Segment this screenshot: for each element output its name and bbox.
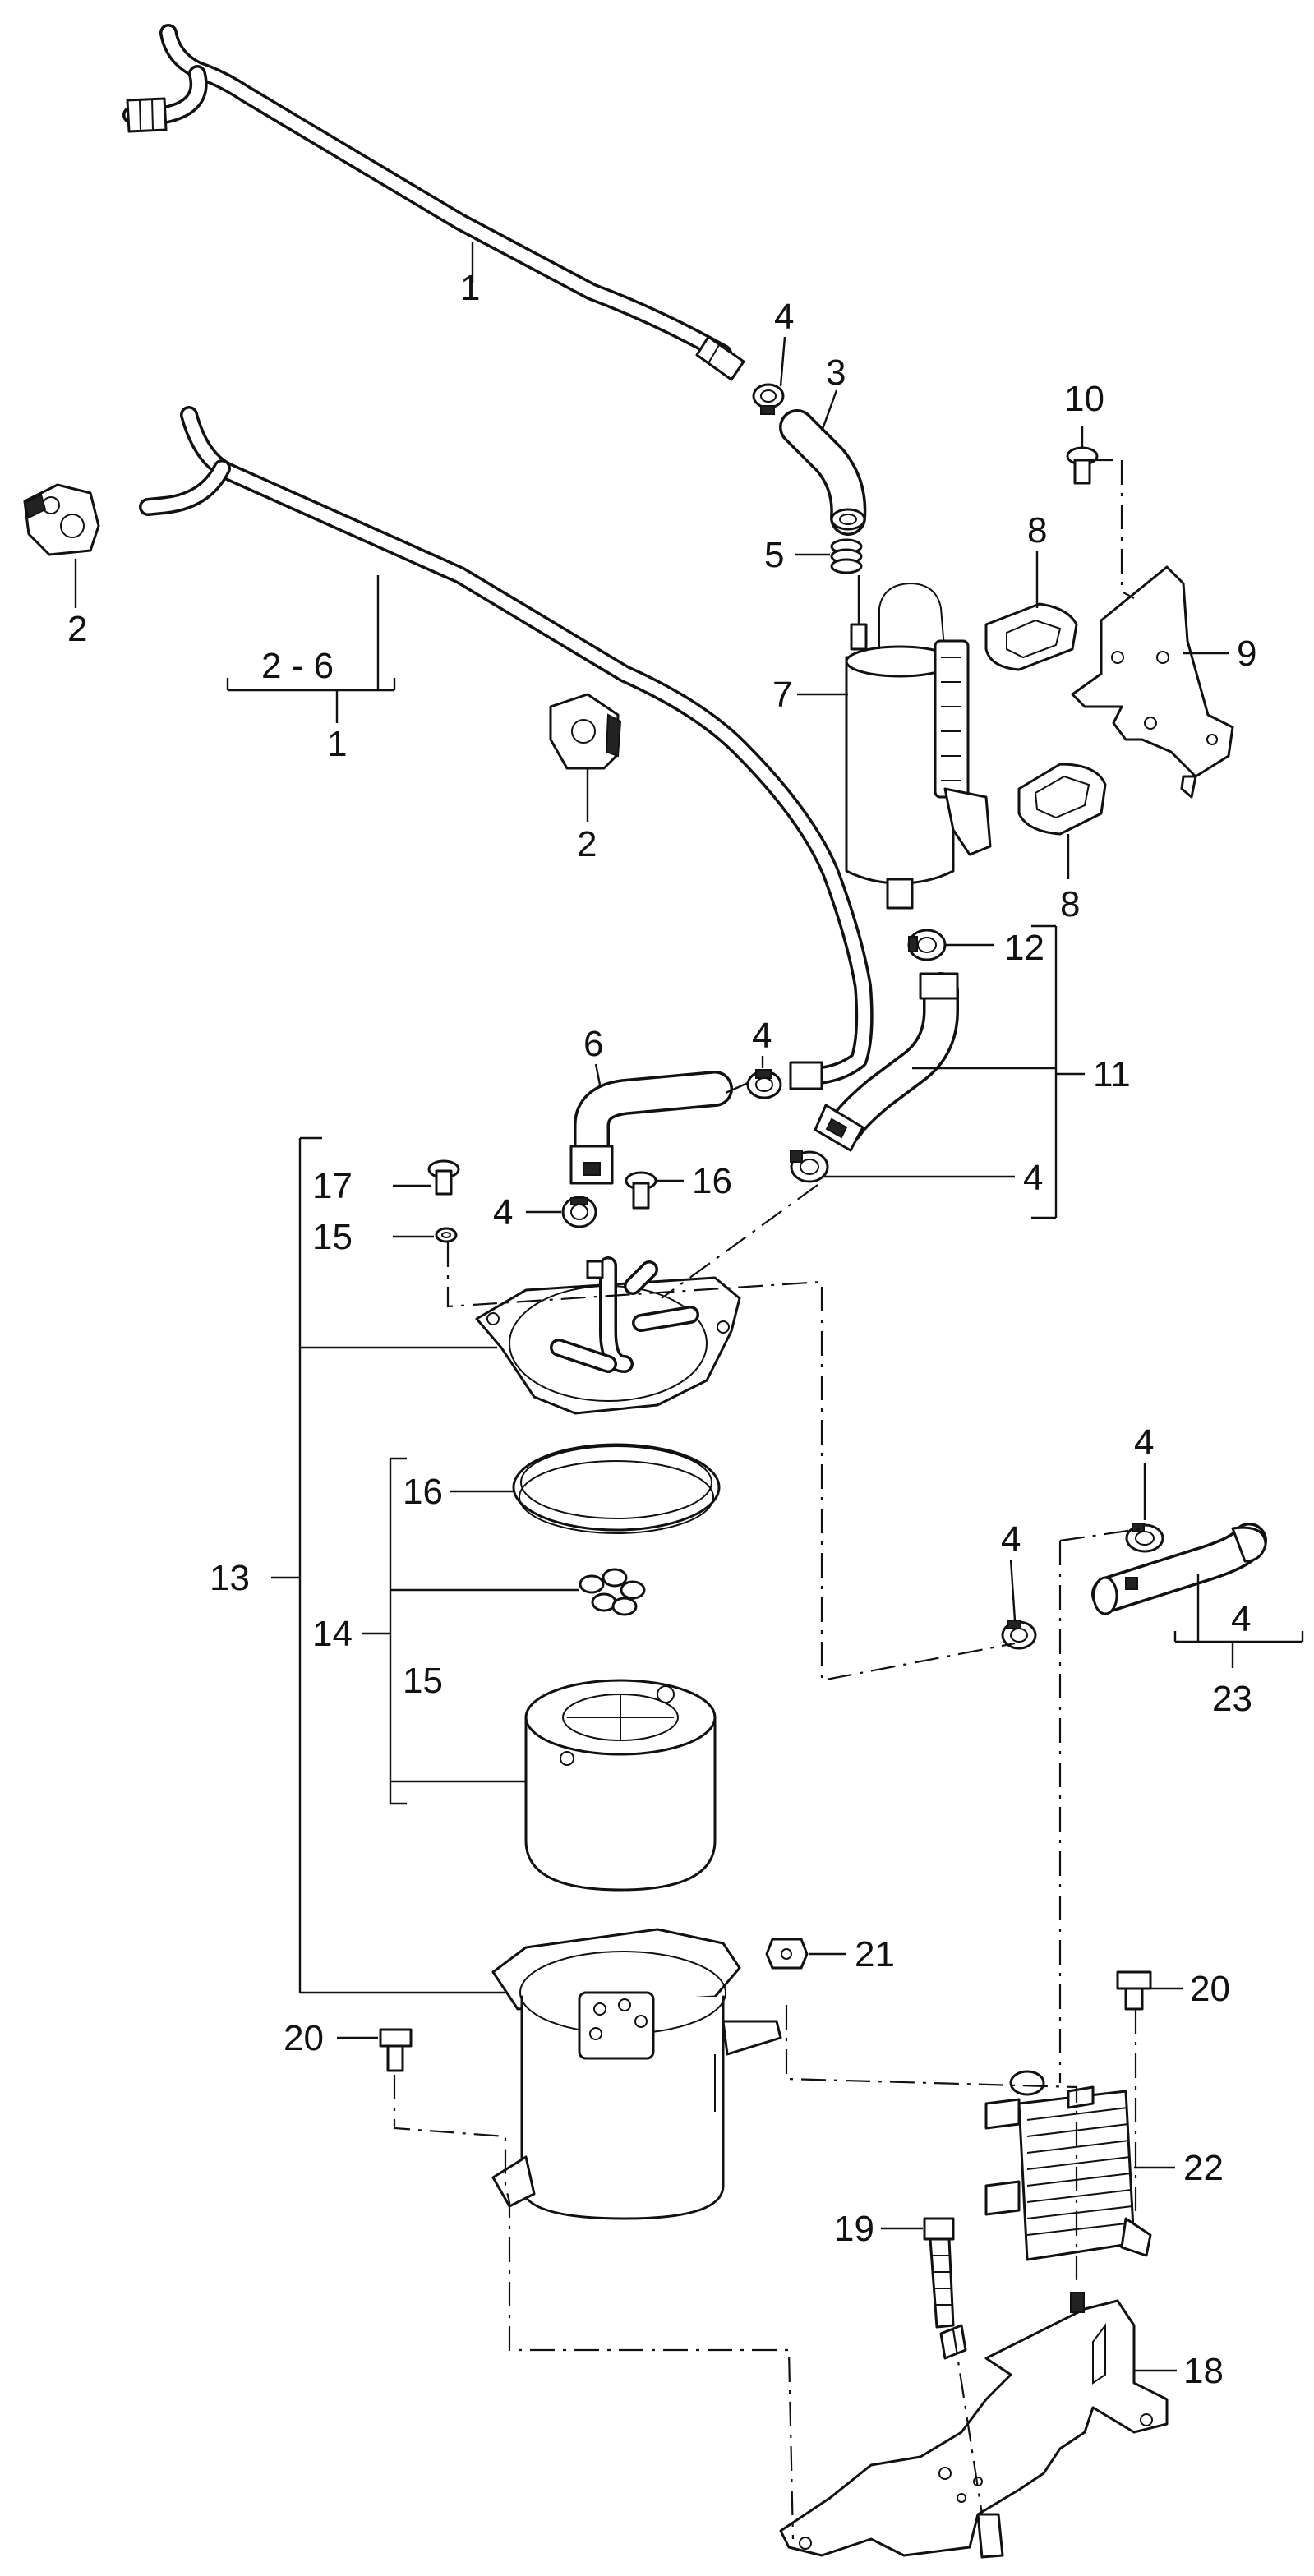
hose-11[interactable] (814, 972, 959, 1152)
label-15-a: 15 (312, 1217, 353, 1257)
label-4-b: 4 (752, 1016, 772, 1056)
label-16-a: 16 (692, 1161, 732, 1201)
label-17: 17 (312, 1166, 353, 1206)
mount-bracket[interactable] (779, 2292, 1169, 2559)
label-9: 9 (1237, 634, 1256, 674)
clamp-a[interactable] (752, 383, 785, 415)
label-4-f: 4 (1001, 1519, 1021, 1560)
label-4-g: 4 (1231, 1599, 1251, 1639)
label-7: 7 (772, 675, 792, 715)
label-16-b: 16 (403, 1472, 443, 1512)
label-1-top: 1 (460, 268, 480, 308)
label-4-d: 4 (493, 1192, 513, 1233)
hose-short[interactable] (779, 409, 867, 536)
bolt-20-right[interactable] (1116, 1970, 1152, 2011)
label-3: 3 (826, 353, 846, 393)
clip-mid[interactable] (549, 693, 622, 770)
clamp-12[interactable] (907, 929, 947, 961)
clip-left[interactable] (23, 483, 100, 556)
washer-15[interactable] (435, 1227, 458, 1243)
assembly-lines (393, 459, 1146, 2540)
label-1-bracket: 1 (327, 724, 347, 764)
label-2-mid: 2 (577, 824, 597, 864)
clamp-e[interactable] (1125, 1523, 1164, 1553)
clamp-b[interactable] (746, 1069, 782, 1099)
screw-17[interactable] (427, 1159, 460, 1196)
label-20-a: 20 (284, 2018, 324, 2058)
bolt-19[interactable] (923, 2217, 955, 2329)
label-19: 19 (834, 2209, 874, 2249)
screw-10[interactable] (1066, 446, 1099, 485)
nut-21[interactable] (765, 1938, 809, 1970)
label-12: 12 (1004, 928, 1044, 968)
fuel-pump[interactable] (845, 575, 992, 910)
spring-clip[interactable] (830, 538, 863, 574)
fuel-line-upper[interactable] (122, 24, 745, 381)
rubber-mount-top[interactable] (984, 602, 1078, 671)
pump-bracket[interactable] (1071, 565, 1234, 799)
label-23: 23 (1212, 1679, 1252, 1719)
label-21: 21 (855, 1934, 895, 1975)
label-4-a: 4 (774, 297, 794, 337)
label-18: 18 (1183, 2351, 1224, 2391)
label-10: 10 (1064, 379, 1104, 419)
label-14: 14 (312, 1614, 353, 1654)
filter-lid[interactable] (475, 1256, 741, 1415)
screw-16[interactable] (625, 1171, 657, 1210)
rubber-mount-bottom[interactable] (1017, 763, 1107, 836)
bolt-20-left[interactable] (379, 2028, 413, 2072)
clamp-d[interactable] (790, 1150, 829, 1183)
label-20-b: 20 (1190, 1969, 1230, 2009)
leader-lines (74, 242, 1304, 2372)
hose-23[interactable] (1091, 1523, 1267, 1615)
clamp-c[interactable] (561, 1196, 597, 1228)
part-labels: 1 2 - 6 1 2 2 3 4 5 7 8 8 9 10 12 11 4 6… (67, 268, 1256, 2391)
label-11: 11 (1093, 1054, 1131, 1094)
filter-housing[interactable] (491, 1928, 782, 2220)
seal-ring[interactable] (512, 1443, 721, 1534)
label-2-left: 2 (67, 609, 87, 649)
label-8-bot: 8 (1060, 884, 1080, 924)
label-2-6: 2 - 6 (261, 646, 334, 686)
filter-element[interactable] (524, 1679, 717, 1892)
label-15-b: 15 (403, 1661, 443, 1701)
label-4-c: 4 (1023, 1158, 1043, 1198)
label-8-top: 8 (1027, 510, 1047, 551)
label-4-e: 4 (1134, 1422, 1154, 1463)
o-rings[interactable] (579, 1568, 646, 1616)
label-6: 6 (583, 1024, 603, 1064)
fuel-cooler[interactable] (984, 2070, 1152, 2261)
fuel-line-lower[interactable] (139, 406, 874, 1090)
label-13: 13 (210, 1558, 250, 1598)
hose-6[interactable] (569, 1071, 733, 1185)
label-5: 5 (764, 535, 784, 575)
label-22: 22 (1183, 2148, 1224, 2188)
